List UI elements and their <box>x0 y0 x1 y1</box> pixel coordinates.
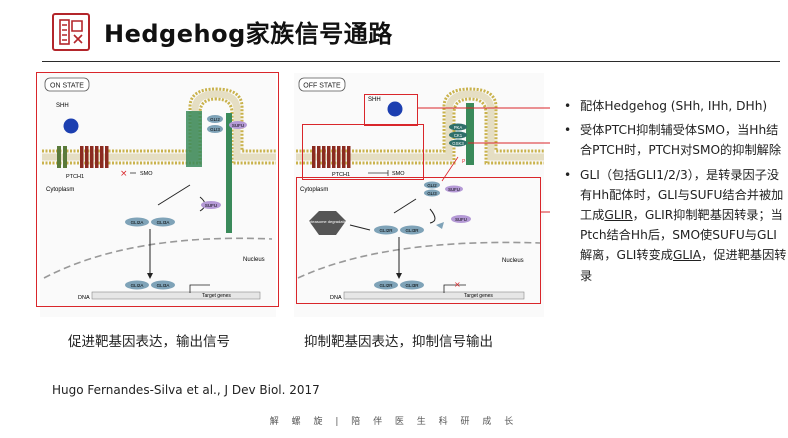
off-gli3-label: GLI3 <box>427 191 437 196</box>
bullet-gli-glia: GLIA <box>672 248 702 263</box>
off-nucleus-label: Nucleus <box>502 258 524 264</box>
bullet-ligand-text: 配体Hedgehog (SHh, IHh, DHh) <box>580 99 768 113</box>
bullet-receptor-text: 受体PTCH抑制辅受体SMO，当Hh结合PTCH时，PTCH对SMO的抑制解除 <box>580 123 782 158</box>
on-dna-label: DNA <box>78 295 90 301</box>
off-pka-label: PKA <box>454 125 463 130</box>
on-sufu-label: SUFU <box>232 123 244 128</box>
off-sufu2-label: SUFU <box>455 217 467 222</box>
shh-highlight-frame <box>364 94 418 126</box>
bullet-gli-text-pre: GLI（包括GLI1/2/3），是转录因子没有Hh配体时，GLI与SUFU结合并… <box>580 167 784 223</box>
off-state-caption: 抑制靶基因表达，抑制信号输出 <box>304 334 493 350</box>
footer-slogan: 解 螺 旋 | 陪 伴 医 生 科 研 成 长 <box>269 417 519 427</box>
on-gli3a-label: GLI3A <box>157 220 170 225</box>
citation: Hugo Fernandes-Silva et al., J Dev Biol.… <box>52 383 320 397</box>
off-ck1-label: CK1 <box>454 133 463 138</box>
off-sufu-label: SUFU <box>448 187 460 192</box>
off-cytoplasm-label: Cytoplasm <box>300 187 328 193</box>
off-state-diagram: OFF STATE SHH PTCH1 SMO PKA CK1 GSK3 P C… <box>294 73 544 317</box>
on-gli3a-n-label: GLI3A <box>157 283 170 288</box>
on-cytoplasm-label: Cytoplasm <box>46 187 74 193</box>
off-gli2r-label: GLI2R <box>379 228 393 233</box>
on-smo-label: SMO <box>140 171 153 177</box>
off-shh-ligand <box>387 101 403 117</box>
off-gli3r-n-label: GLI3R <box>405 283 419 288</box>
page-title: Hedgehog家族信号通路 <box>104 20 393 48</box>
off-gli2r-n-label: GLI2R <box>379 283 393 288</box>
on-ptch-label: PTCH1 <box>66 174 84 180</box>
off-target-label: Target genes <box>464 293 493 299</box>
on-shh-ligand <box>63 118 79 134</box>
bullet-gli-text-post: ，促进靶基因转录 <box>580 248 787 283</box>
list-item: • GLI（包括GLI1/2/3），是转录因子没有Hh配体时，GLI与SUFU结… <box>564 167 787 283</box>
on-state-diagram: ON STATE SHH PTCH1 × SMO GLI2 GLI3 SUFU … <box>40 73 276 317</box>
description-list: • 配体Hedgehog (SHh, IHh, DHh) • 受体PTCH抑制辅… <box>562 96 788 290</box>
seal-logo-icon <box>52 13 90 51</box>
on-gli3-label: GLI3 <box>210 127 220 132</box>
list-item: • 受体PTCH抑制辅受体SMO，当Hh结合PTCH时，PTCH对SMO的抑制解… <box>564 123 782 158</box>
gli-highlight-frame <box>296 177 541 304</box>
bullet-gli-text-mid: ，GLIR抑制靶基因转录；当Ptch结合Hh后，SMO使SUFU与GLI解离，G… <box>580 208 783 263</box>
off-state-label: OFF STATE <box>303 83 341 90</box>
on-state-highlight-frame <box>36 72 279 307</box>
bullet-gli-glir: GLIR <box>604 208 633 223</box>
on-gli2a-n-label: GLI2A <box>131 283 144 288</box>
off-gli2-label: GLI2 <box>427 183 437 188</box>
off-smo-label: SMO <box>392 171 405 177</box>
on-sufu2-label: SUFU <box>205 203 217 208</box>
title-divider <box>42 61 780 62</box>
on-target-label: Target genes <box>202 293 231 299</box>
svg-text:×: × <box>120 169 128 179</box>
on-gli2-label: GLI2 <box>210 117 220 122</box>
list-item: • 配体Hedgehog (SHh, IHh, DHh) <box>564 99 768 113</box>
off-gli3r-label: GLI3R <box>405 228 419 233</box>
off-gsk3-label: GSK3 <box>452 141 464 146</box>
off-p-label: P <box>462 159 466 165</box>
off-dna-label: DNA <box>330 295 342 301</box>
svg-text:×: × <box>454 280 461 289</box>
off-shh-label: SHH <box>368 97 381 103</box>
ptch-smo-highlight-frame <box>302 124 424 180</box>
off-proteasome-label: Proteasome degradation <box>305 219 349 224</box>
off-ptch-label: PTCH1 <box>332 172 350 178</box>
on-state-label: ON STATE <box>50 83 84 90</box>
on-state-caption: 促进靶基因表达，输出信号 <box>68 334 230 350</box>
on-nucleus-label: Nucleus <box>243 257 265 263</box>
on-shh-label: SHH <box>56 103 69 109</box>
svg-text:Proteasome degradation: Proteasome degradation <box>305 219 349 224</box>
on-gli2a-label: GLI2A <box>131 220 144 225</box>
